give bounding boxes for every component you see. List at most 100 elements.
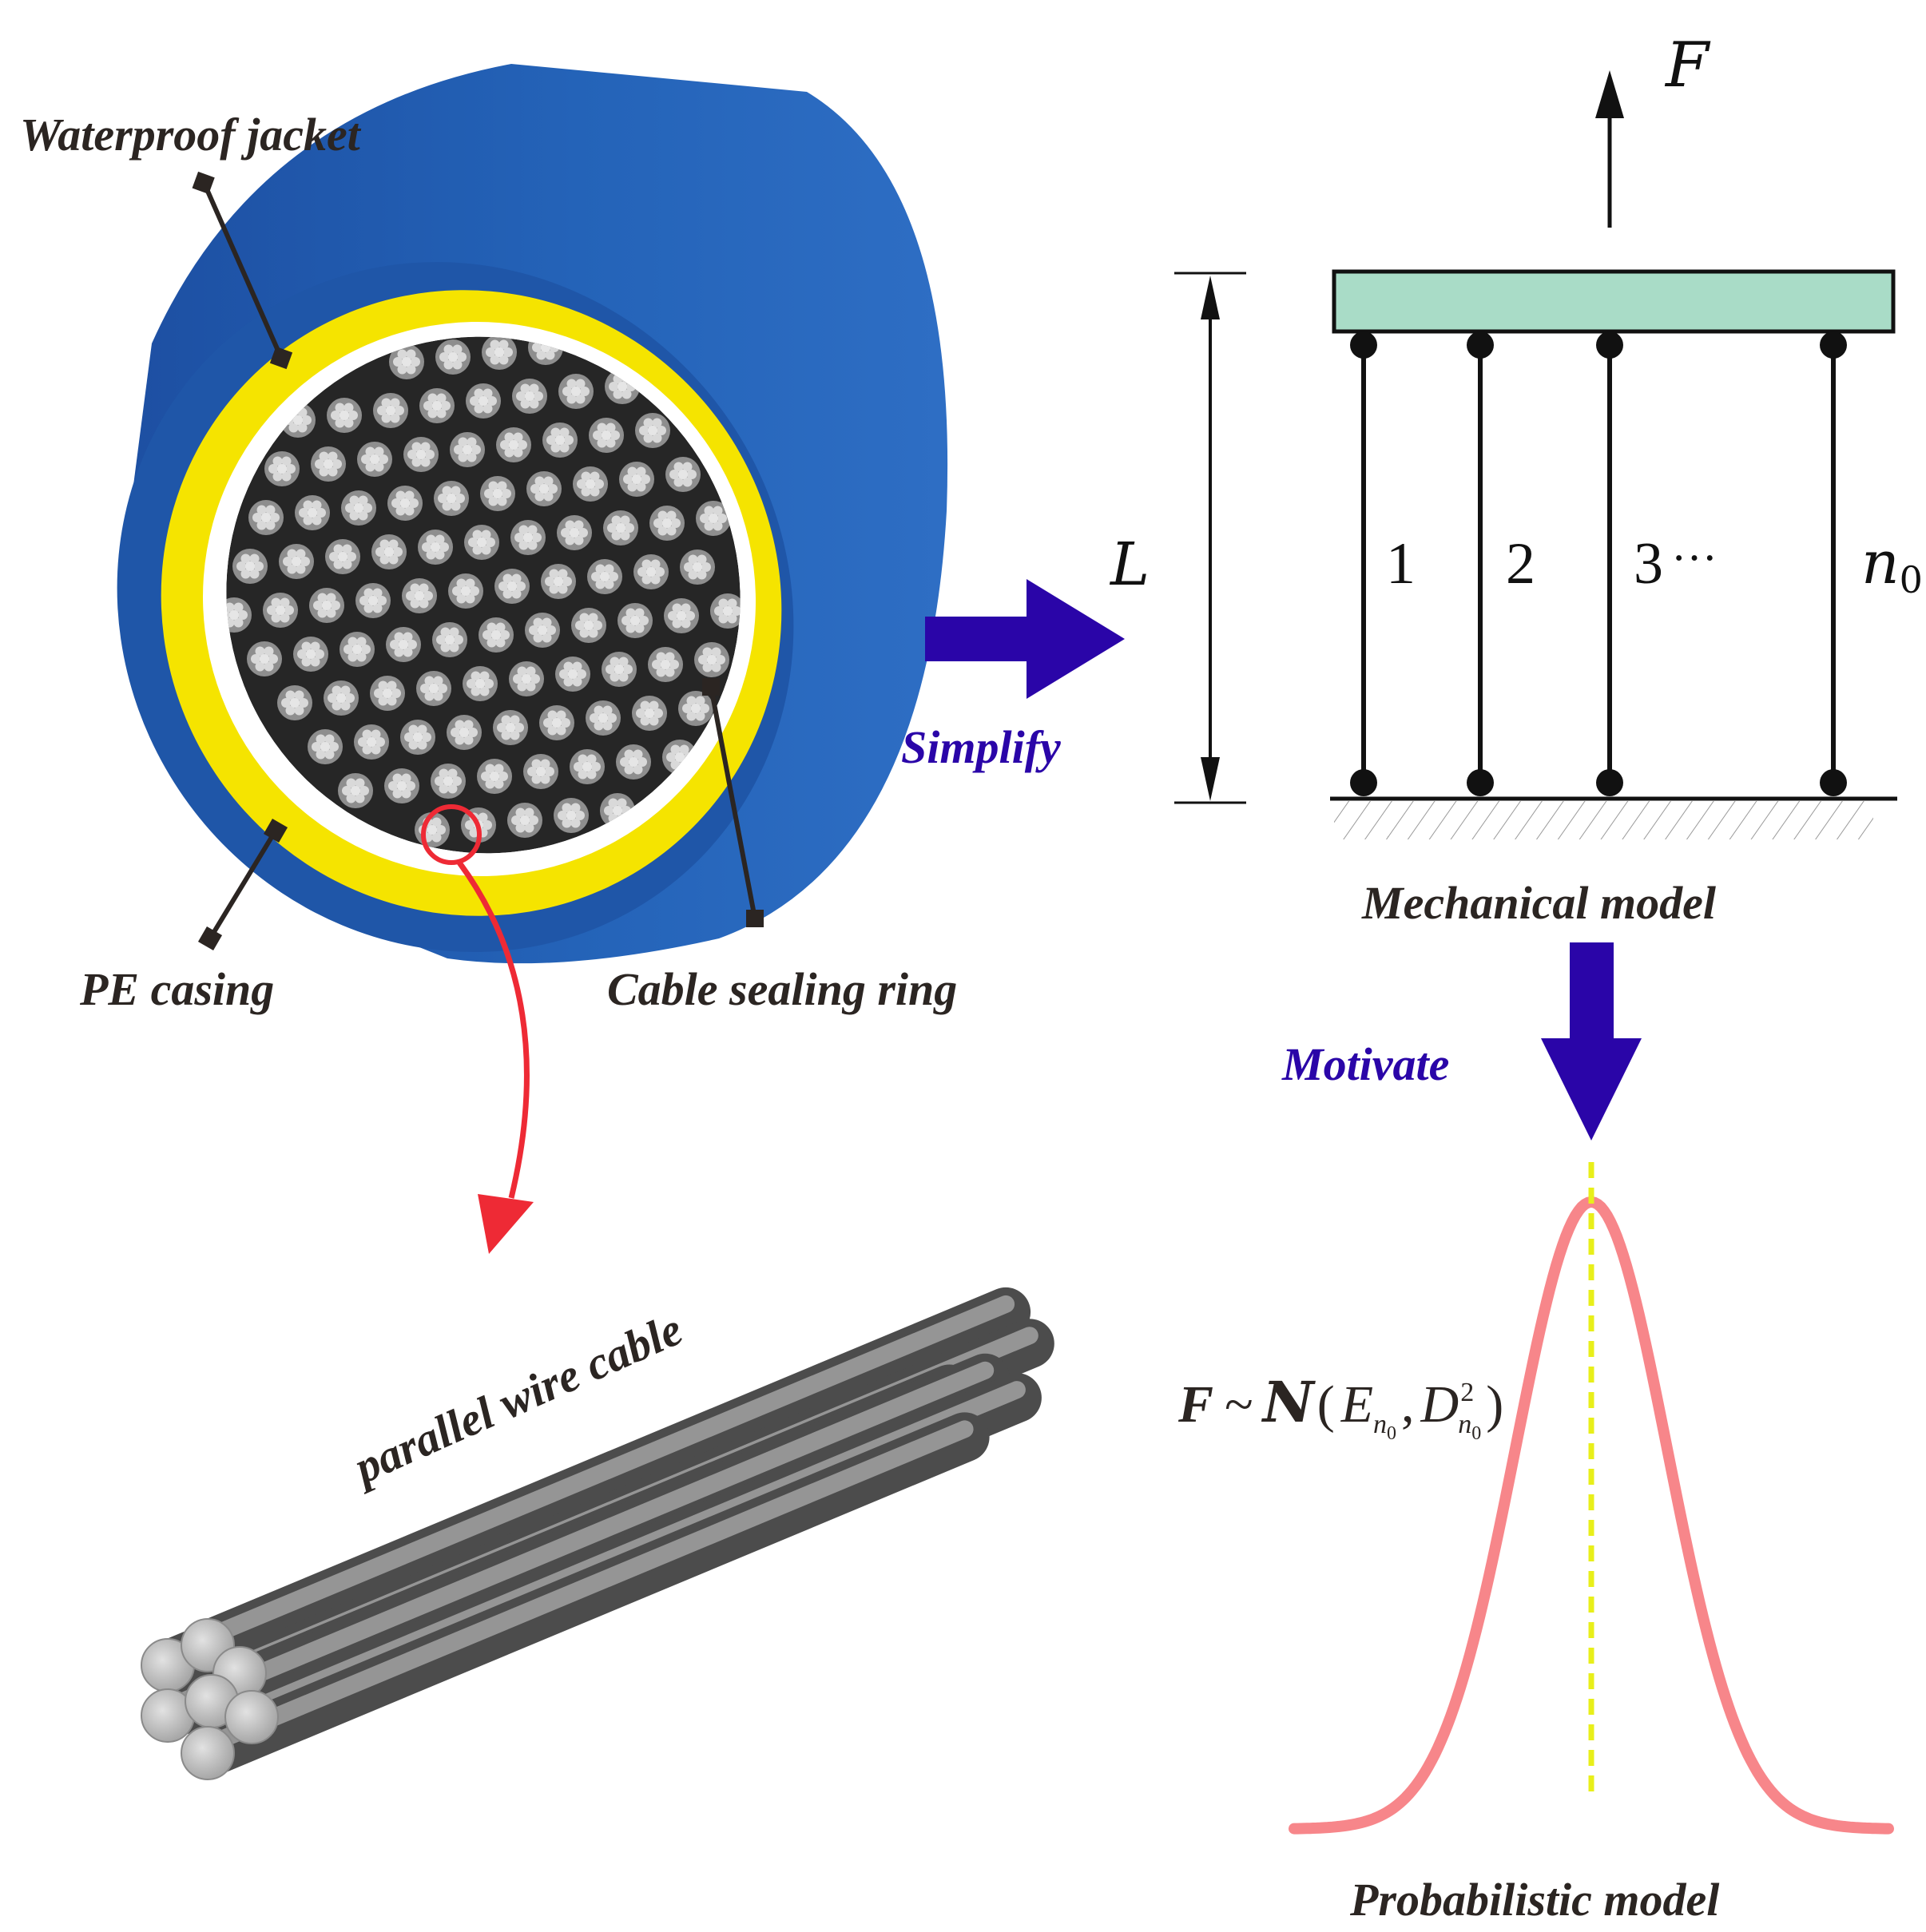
strand-end bbox=[493, 710, 528, 745]
leader-ends bbox=[192, 171, 764, 951]
wire-label-3: 3 bbox=[1634, 531, 1663, 597]
strand-end bbox=[448, 573, 483, 609]
cable-rod-highlight bbox=[199, 1295, 1015, 1646]
strand-end bbox=[539, 705, 574, 740]
strand-end bbox=[587, 559, 622, 594]
label-simplify: Simplify bbox=[901, 721, 1061, 773]
strand-end bbox=[431, 764, 466, 799]
strand-end bbox=[466, 383, 501, 419]
strand-end bbox=[295, 495, 330, 530]
strand-end bbox=[510, 520, 546, 555]
strand-end bbox=[416, 671, 451, 706]
strand-end bbox=[371, 534, 407, 569]
label-probabilistic-model: Probabilistic model bbox=[1349, 1874, 1720, 1926]
strand-end bbox=[370, 676, 405, 711]
strand-end bbox=[649, 506, 685, 541]
strand-end bbox=[293, 637, 328, 672]
strand-end bbox=[616, 744, 651, 780]
force-symbol: F bbox=[1664, 30, 1711, 101]
strand-end bbox=[450, 432, 485, 467]
strand-end bbox=[387, 486, 423, 521]
loading-plate bbox=[1332, 269, 1896, 334]
strand-end bbox=[447, 715, 482, 750]
wire-bottom-joint bbox=[1596, 769, 1623, 796]
strand-end bbox=[694, 642, 729, 677]
strand-end bbox=[509, 661, 544, 696]
strand-end bbox=[586, 700, 621, 736]
strand-end bbox=[400, 720, 435, 755]
strand-end bbox=[277, 685, 312, 720]
strand-end bbox=[542, 423, 578, 458]
ground-hatch bbox=[1334, 801, 1873, 839]
simplify-arrow bbox=[925, 579, 1125, 699]
label-mechanical-model: Mechanical model bbox=[1361, 877, 1717, 929]
strand-end bbox=[248, 500, 284, 535]
strand-end bbox=[618, 603, 653, 638]
strand-end bbox=[432, 622, 467, 657]
strand-end bbox=[373, 393, 408, 428]
wire-highlight-circle bbox=[421, 804, 482, 865]
strand-end bbox=[357, 442, 392, 477]
strand-end bbox=[525, 613, 560, 648]
strand-end bbox=[571, 608, 606, 643]
wire-top-joint bbox=[1467, 331, 1494, 359]
length-arrow-top bbox=[1201, 276, 1220, 319]
strand-end bbox=[325, 539, 360, 574]
strand-end bbox=[355, 583, 391, 618]
wire-bottom-joint bbox=[1350, 769, 1377, 796]
length-symbol: L bbox=[1109, 530, 1150, 599]
strand-end bbox=[327, 398, 362, 433]
strand-end bbox=[434, 481, 469, 516]
strand-end bbox=[665, 457, 701, 492]
strand-end bbox=[512, 379, 547, 414]
strand-end bbox=[309, 588, 344, 623]
strand-end bbox=[632, 696, 667, 731]
strand-end bbox=[403, 437, 439, 472]
label-motivate: Motivate bbox=[1281, 1038, 1449, 1090]
strand-end bbox=[341, 490, 376, 526]
strand-end bbox=[494, 569, 530, 604]
wire-top-joint bbox=[1820, 331, 1847, 359]
strand-end bbox=[324, 680, 359, 716]
strand-end bbox=[603, 510, 638, 545]
wire-bottom-joint bbox=[1467, 769, 1494, 796]
wire-label-n: n0 bbox=[1861, 529, 1923, 601]
cable-rod-highlight bbox=[199, 1420, 974, 1754]
strand-end bbox=[496, 427, 531, 462]
strand-end bbox=[308, 729, 343, 764]
strand-end bbox=[589, 418, 624, 453]
cable-rods bbox=[143, 1287, 1054, 1778]
strand-end bbox=[554, 798, 589, 833]
strand-end bbox=[541, 564, 576, 599]
probabilistic-model bbox=[1289, 1162, 1894, 1835]
wire-label-ellipsis: ··· bbox=[1671, 532, 1718, 584]
mechanical-model: F L 1 2 3 ··· n0 bbox=[1109, 30, 1923, 839]
strand-end bbox=[635, 413, 670, 448]
strand-end bbox=[402, 578, 437, 613]
strand-end bbox=[680, 549, 715, 585]
strand-end bbox=[557, 515, 592, 550]
strand-end bbox=[340, 632, 375, 667]
strand-end bbox=[526, 471, 562, 506]
cable-rod-end bbox=[224, 1690, 279, 1744]
strand-end bbox=[279, 544, 314, 579]
wire-label-2: 2 bbox=[1506, 531, 1535, 597]
cable-rod-end bbox=[181, 1726, 235, 1780]
parallel-wire-cable bbox=[141, 1287, 1054, 1780]
zoom-pointer-arrow bbox=[457, 860, 530, 1199]
force-arrow-head bbox=[1595, 70, 1624, 118]
strand-end bbox=[477, 759, 512, 794]
strand-end bbox=[573, 466, 608, 502]
leader-lines bbox=[201, 181, 757, 940]
strand-end bbox=[570, 749, 605, 784]
wire-top-joint bbox=[1596, 331, 1623, 359]
strand-end bbox=[419, 388, 455, 423]
strand-end bbox=[263, 593, 298, 628]
strand-end bbox=[648, 647, 683, 682]
cable-rod-ends bbox=[141, 1618, 279, 1780]
strand-end bbox=[354, 724, 389, 760]
label-cable-sealing-ring: Cable sealing ring bbox=[607, 963, 957, 1015]
